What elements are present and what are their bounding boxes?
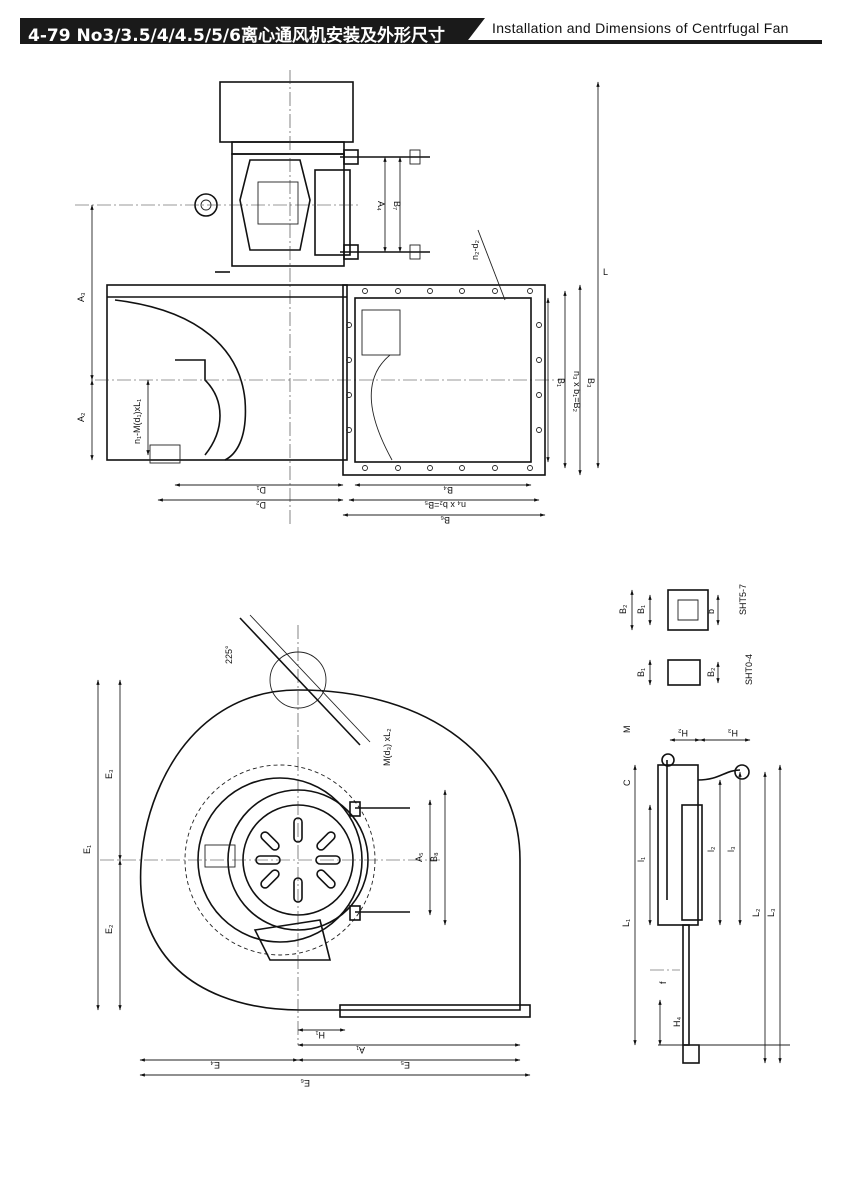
rail-inner-sht57 [677,599,699,621]
rod-eye [661,753,675,767]
rail-detail-sht04: B₁ B₂ SHT0-4 [636,654,754,686]
pulley-window [257,181,299,225]
impeller-profile [175,359,221,456]
label-B3: B₃ [586,378,596,388]
leader-n2d2 [477,229,506,301]
label-L2: L₂ [751,908,761,917]
title-chinese: 4-79 No3/3.5/4/4.5/5/6离心通风机安装及外形尺寸 [28,26,445,46]
scroll-housing [139,689,521,1011]
fan-casing [106,284,348,461]
label-Md3: M(d₃) xL₂ [382,728,392,766]
label-C: C [622,779,632,786]
outlet-inner-block [361,309,401,356]
pulley-guard [239,159,311,251]
angle-circle [269,651,327,709]
header-rule [465,40,822,44]
label-l1: l₁ [636,857,646,862]
motor-body [219,81,354,143]
label-sht57: SHT5-7 [738,584,748,615]
hook-eye [734,764,750,780]
label-b-detail: b [706,609,716,614]
motor-mount [253,919,332,961]
belt-tensioner [314,169,351,256]
label-L3: L₃ [766,908,776,917]
base-post [682,924,690,1046]
mounting-detail: M C H₂ H₃ l₁ l₂ l₃ L₁ L₂ L₃ H₄ f [621,726,790,1064]
label-n4b2: n₄ x b₂=B₅ [424,500,466,510]
label-l2: l₂ [706,846,716,852]
label-L: L [603,267,608,277]
label-B8: B₈ [429,852,439,862]
side-view: 225° M(d₃) xL₂ E₁ E₃ E₂ A₅ B₈ H₁ A₁ E₄ E… [82,614,531,1088]
label-E5: E₅ [400,1060,410,1070]
label-sht04: SHT0-4 [744,654,754,685]
nut-bottom [343,244,359,260]
nut-bottom-end [409,244,421,260]
title-english: Installation and Dimensions of Centrfuga… [492,20,789,36]
page-header: 4-79 No3/3.5/4/4.5/5/6离心通风机安装及外形尺寸 Insta… [20,18,822,46]
label-H4: H₄ [672,1017,682,1027]
outlet-base [339,1004,531,1018]
label-E1: E₁ [82,845,92,854]
side-nut-bottom [349,905,361,921]
mount-plate [657,764,699,926]
header-bar [20,18,465,44]
label-E6: E₆ [300,1078,310,1088]
label-B1b-detail: B₁ [636,668,646,677]
nameplate [204,844,236,868]
label-f: f [658,981,668,984]
label-l3: l₃ [726,846,736,852]
hook-arm [697,769,741,781]
label-B2b-detail: B₂ [706,667,716,677]
label-E2: E₂ [104,924,114,934]
rail-detail-sht57: B₂ B₁ b SHT5-7 [618,584,748,631]
label-B7: B₇ [392,201,402,210]
label-D1: D₁ [256,485,266,495]
outlet-flange [342,284,546,476]
label-n3b1: n₃ x b₁=B₂ [572,371,582,412]
mount-rail [681,804,703,921]
nut-top [343,149,359,165]
label-A5: A₅ [414,852,424,862]
top-view: L A₃ A₂ A₄ B₇ n₁-M(d₁)xL₁ n₂-d₂ B₁ n₃ x … [75,70,608,525]
label-B1-detail: B₁ [636,605,646,614]
label-A2: A₂ [76,412,86,422]
angle-line-b [249,614,371,743]
label-H2: H₂ [678,728,688,738]
rail-profile-sht04 [667,659,701,686]
scroll-curve [114,299,247,461]
inlet-flange [149,444,181,464]
label-B1: B₁ [556,378,566,387]
outlet-opening [354,297,532,463]
angle-line-a [239,617,361,746]
header-notch [465,18,485,44]
label-n1: n₁-M(d₁)xL₁ [132,399,142,444]
motor-flange [231,141,345,155]
label-225: 225° [224,645,234,664]
label-A3: A₃ [76,292,86,302]
label-n2d2: n₂-d₂ [470,239,480,260]
label-E3: E₃ [104,769,114,779]
outlet-inner-curve [370,354,393,461]
label-M: M [622,726,632,734]
nut-top-end [409,149,421,165]
label-E4: E₄ [210,1060,220,1070]
label-D2: D₂ [256,500,266,510]
label-B2-detail: B₂ [618,604,628,614]
side-nut-top [349,801,361,817]
base-foot [682,1044,700,1064]
label-H3: H₃ [728,728,738,738]
flange-bolt-holes [346,288,542,471]
motor-housing [231,153,345,267]
rail-profile-sht57 [667,589,709,631]
label-B4: B₄ [443,485,453,495]
label-B6: B₆ [440,515,450,525]
label-A4: A₄ [376,201,386,211]
label-L1: L₁ [621,919,631,927]
label-H1: H₁ [315,1030,325,1040]
label-A1: A₁ [356,1045,365,1055]
